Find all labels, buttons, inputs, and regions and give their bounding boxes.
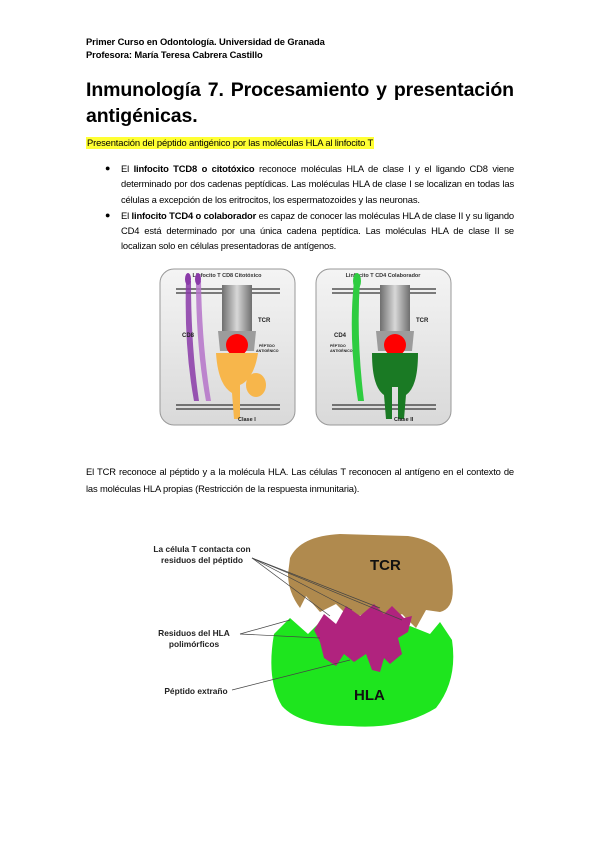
residues-label-1: Residuos del HLA <box>158 628 230 638</box>
bullet-pre: El <box>121 163 134 174</box>
contact-label-1: La célula T contacta con <box>153 544 250 554</box>
panel-cd4-peptide-label-2: ANTIGÉNICO <box>330 348 353 353</box>
tcr-blob <box>288 534 453 628</box>
document-header: Primer Curso en Odontología. Universidad… <box>86 36 325 61</box>
bullet-text: reconoce moléculas HLA de clase I y el l… <box>121 163 515 205</box>
bullet-dot-icon: ● <box>105 163 111 173</box>
panel-cd8: Linfocito T CD8 Citotóxico CD8 TCR PÉPTI… <box>159 268 296 426</box>
panel-cd4-peptide-label-1: PÉPTIDO <box>330 343 346 348</box>
bullet-bold-term: linfocito TCD8 o citotóxico <box>133 163 255 174</box>
panel-cd4: Linfocito T CD4 Colaborador CD4 TCR PÉPT… <box>315 268 452 426</box>
panel-cd8-class-label: Clase I <box>238 417 256 423</box>
panel-cd4-class-label: Clase II <box>394 417 414 423</box>
peptide-label: Péptido extraño <box>164 686 227 696</box>
bullet-text: es capaz de conocer las moléculas HLA de… <box>121 209 514 252</box>
tcr-label: TCR <box>370 557 401 574</box>
panel-cd4-title: Linfocito T CD4 Colaborador <box>346 273 422 279</box>
bullet-dot-icon: ● <box>105 209 111 220</box>
bullet-list: ● El linfocito TCD8 o citotóxico reconoc… <box>100 161 514 255</box>
panel-cd8-peptide-label-1: PÉPTIDO <box>259 343 275 348</box>
title-line-1: Inmunología 7. Procesamiento y presentac… <box>86 79 514 101</box>
bullet-item-cd8: ● El linfocito TCD8 o citotóxico reconoc… <box>100 161 514 207</box>
peptide-shape <box>314 604 412 672</box>
tcr-hla-peptide-figure: TCR HLA La célula T contacta con residuo… <box>153 534 454 727</box>
panel-cd8-cd-label: CD8 <box>182 333 195 339</box>
panel-cd4-cd-label: CD4 <box>334 333 347 339</box>
bullet-pre: El <box>121 209 132 221</box>
title-line-2: antigénicas. <box>86 105 198 127</box>
hla-blob <box>271 618 454 727</box>
contact-label-2: residuos del péptido <box>161 555 243 565</box>
bullet-item-cd4: ● El linfocito TCD4 o colaborador es cap… <box>100 208 514 254</box>
panel-cd8-title: Linfocito T CD8 Citotóxico <box>192 273 262 279</box>
highlighted-subtitle: Presentación del péptido antigénico por … <box>86 137 375 149</box>
panel-cd8-peptide-label-2: ANTIGÉNICO <box>256 348 279 353</box>
residues-label-2: polimórficos <box>169 639 220 649</box>
panel-cd8-tcr-label: TCR <box>258 318 271 324</box>
panel-cd4-tcr-label: TCR <box>416 318 429 324</box>
page-title: Inmunología 7. Procesamiento y presentac… <box>86 77 514 129</box>
tcr-paragraph: El TCR reconoce al péptido y a la molécu… <box>86 466 514 494</box>
tcr-cd8-cd4-figure: Linfocito T CD8 Citotóxico CD8 TCR PÉPTI… <box>159 268 452 426</box>
bullet-bold-term: linfocito TCD4 o colaborador <box>131 209 257 221</box>
hla-label: HLA <box>354 687 385 704</box>
pointer-lines <box>231 557 403 691</box>
header-professor: Profesora: María Teresa Cabrera Castillo <box>86 48 263 60</box>
header-course: Primer Curso en Odontología. Universidad… <box>86 36 325 47</box>
